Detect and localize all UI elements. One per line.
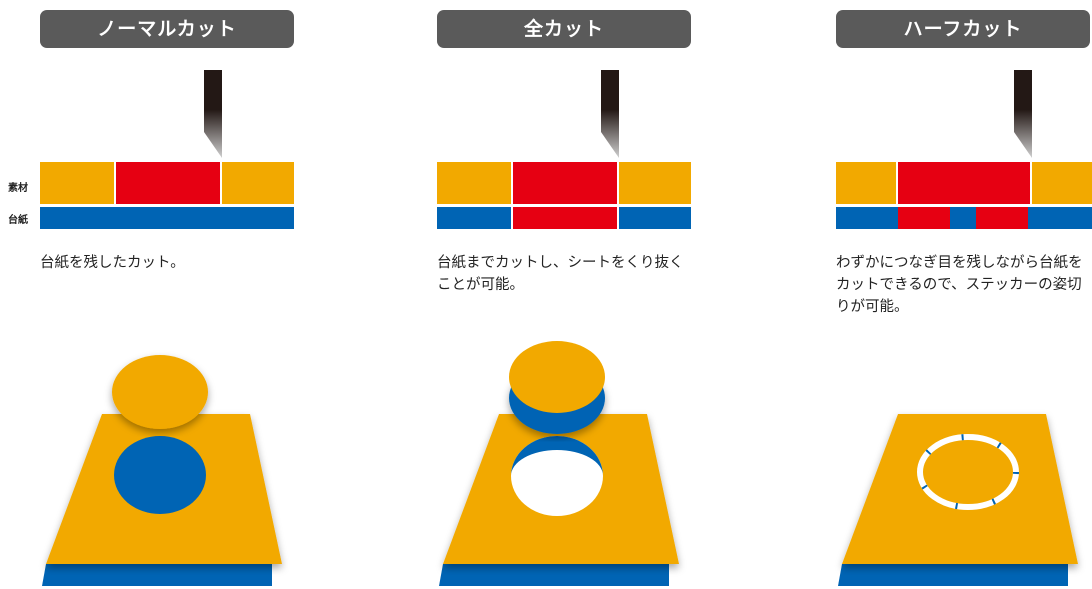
normal-cut-description: 台紙を残したカット。: [40, 255, 185, 271]
full-cut-panel: 全カット 台紙までカットし、シートをくり抜くことが可能。: [437, 0, 737, 589]
cut-region: [896, 162, 1032, 204]
full-cut-description: 台紙までカットし、シートをくり抜くことが可能。: [437, 255, 684, 293]
cut-region-bottom-right: [976, 207, 1028, 229]
cutter-blade-icon: [601, 70, 619, 158]
half-cut-panel: ハーフカット わずかにつなぎ目を残しながら台紙をカットできるので、ステッカーの姿…: [836, 0, 1092, 589]
normal-cut-illustration: [42, 355, 282, 586]
backing-layer: [836, 207, 1092, 229]
normal-cut-title: ノーマルカット: [40, 10, 294, 48]
full-cut-illustration: [439, 341, 679, 586]
half-cut-title: ハーフカット: [836, 10, 1090, 48]
cut-region: [511, 162, 619, 229]
backing-layer: [40, 207, 294, 229]
cut-region-bottom-left: [898, 207, 950, 229]
normal-cut-panel: ノーマルカット 台紙を残したカット。: [40, 0, 340, 589]
half-cut-illustration: [838, 414, 1078, 586]
material-label: 素材: [8, 183, 28, 194]
full-cut-title: 全カット: [437, 10, 691, 48]
cut-region-divider: [513, 204, 617, 207]
cut-region: [114, 162, 222, 204]
half-cut-description: わずかにつなぎ目を残しながら台紙をカットできるので、ステッカーの姿切りが可能。: [836, 255, 1083, 315]
backing-label: 台紙: [8, 215, 28, 226]
cutter-blade-icon: [204, 70, 222, 158]
cutter-blade-icon: [1014, 70, 1032, 158]
